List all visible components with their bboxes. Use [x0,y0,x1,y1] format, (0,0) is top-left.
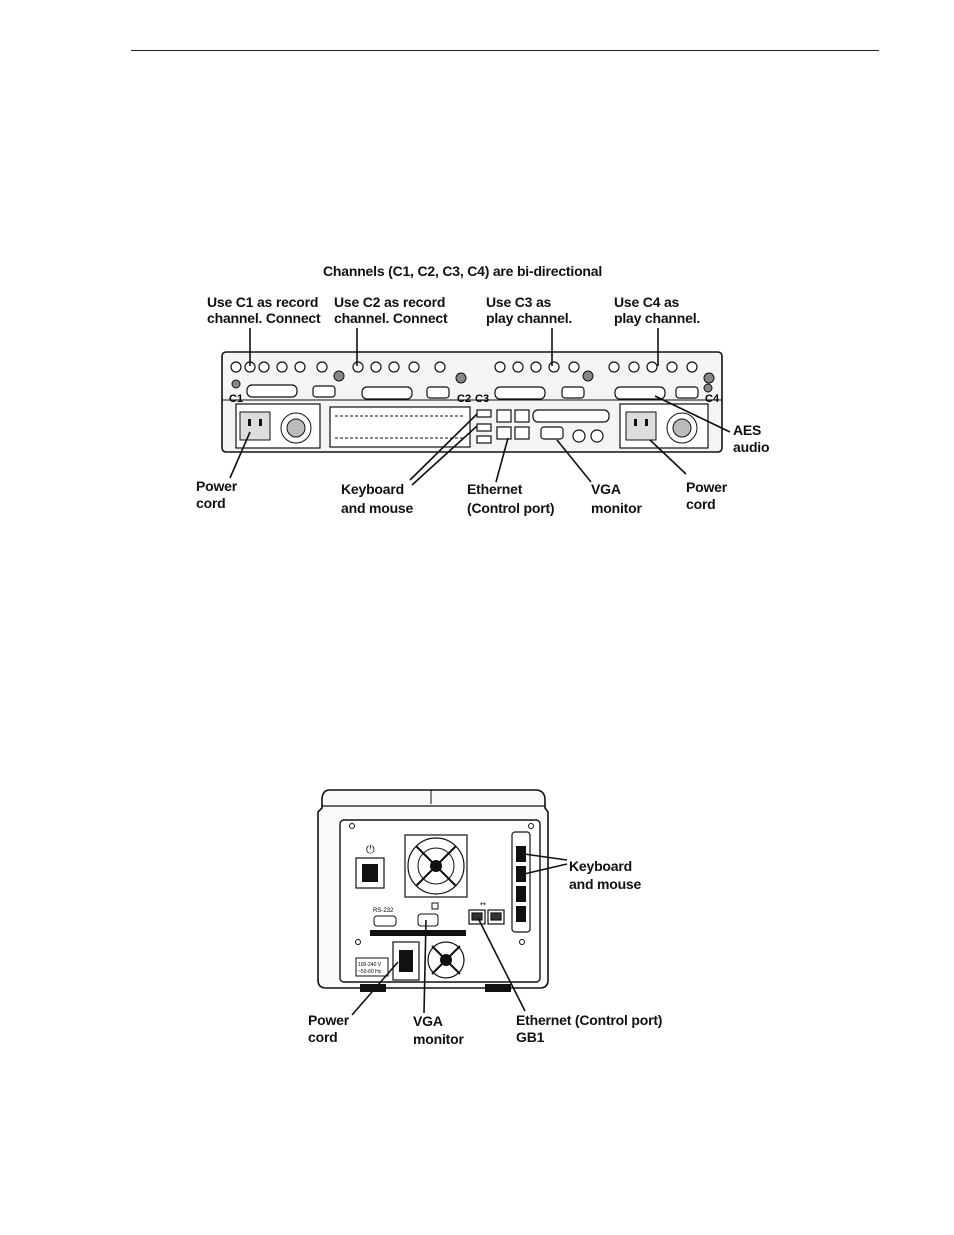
left-power-supply [235,403,321,449]
foot-right [485,984,511,992]
rs232-port [370,915,466,936]
rs422-connectors [312,385,699,399]
callout2-keyboard-line2: and mouse [569,876,642,892]
figure1-title: Channels (C1, C2, C3, C4) are bi-directi… [323,263,603,279]
ethernet-ports-desktop: ↔ [468,900,505,925]
aes-db-connectors [246,384,666,400]
leader-lines-figure1 [229,328,731,486]
callout2-vga-line1: VGA [413,1013,443,1029]
channel-label-c1: C1 [229,393,243,405]
channel-label-c3: C3 [475,393,489,405]
foot-left [360,984,386,992]
leader-lines-figure2 [351,853,568,1016]
callout-power-left-line1: Power [196,478,238,494]
callout-aes-line1: AES [733,422,762,438]
vga-port [532,409,610,443]
header-rule [131,50,879,51]
callout-c1-line1: Use C1 as record [207,294,319,310]
small-fan [427,941,465,979]
usb-ports [476,409,492,444]
panel-screws [349,823,534,945]
callout-keyboard-line2: and mouse [341,500,414,516]
callout-c4-line1: Use C4 as [614,294,680,310]
callout-power-right-line2: cord [686,496,716,512]
power-switch: ⏻ [355,843,385,889]
rs232-label: RS-232 [373,908,394,914]
screw-row [231,370,715,393]
callout-vga-line2: monitor [591,500,642,516]
callout2-ethernet-line2: GB1 [516,1029,545,1045]
usb-ports-desktop [511,831,531,933]
callout-aes-line2: audio [733,439,770,455]
callout-ethernet-line1: Ethernet [467,481,523,497]
callout-power-right-line1: Power [686,479,728,495]
svg-text:↔: ↔ [480,900,486,908]
callout2-vga-line2: monitor [413,1031,464,1047]
callout2-ethernet-line1: Ethernet (Control port) [516,1012,663,1028]
channel-label-c4: C4 [705,393,720,405]
expansion-card-area [329,406,471,448]
power-inlet [392,941,420,981]
callout-keyboard-line1: Keyboard [341,481,404,497]
callout-c1-line2: channel. Connect [207,310,321,326]
bnc-connector-row [230,361,698,373]
right-power-supply [619,403,709,449]
voltage-plate [355,957,389,977]
svg-text:⏻: ⏻ [366,843,375,856]
callout-power-left-line2: cord [196,495,226,511]
callout-c4-line2: play channel. [614,310,701,326]
callout-ethernet-line2: (Control port) [467,500,555,516]
callout2-power-line2: cord [308,1029,338,1045]
callout2-keyboard-line1: Keyboard [569,858,632,874]
callout-c3-line2: play channel. [486,310,573,326]
vga-port-desktop [417,902,439,927]
voltage-line2: ~50-60 Hz [358,969,382,975]
ethernet-ports [496,409,530,440]
callout2-power-line1: Power [308,1012,350,1028]
callout-vga-line1: VGA [591,481,621,497]
large-fan [404,834,468,898]
callout-c3-line1: Use C3 as [486,294,552,310]
callout-c2-line2: channel. Connect [334,310,448,326]
channel-label-c2: C2 [457,393,471,405]
callout-c2-line1: Use C2 as record [334,294,446,310]
voltage-line1: 100-240 V [358,962,382,968]
